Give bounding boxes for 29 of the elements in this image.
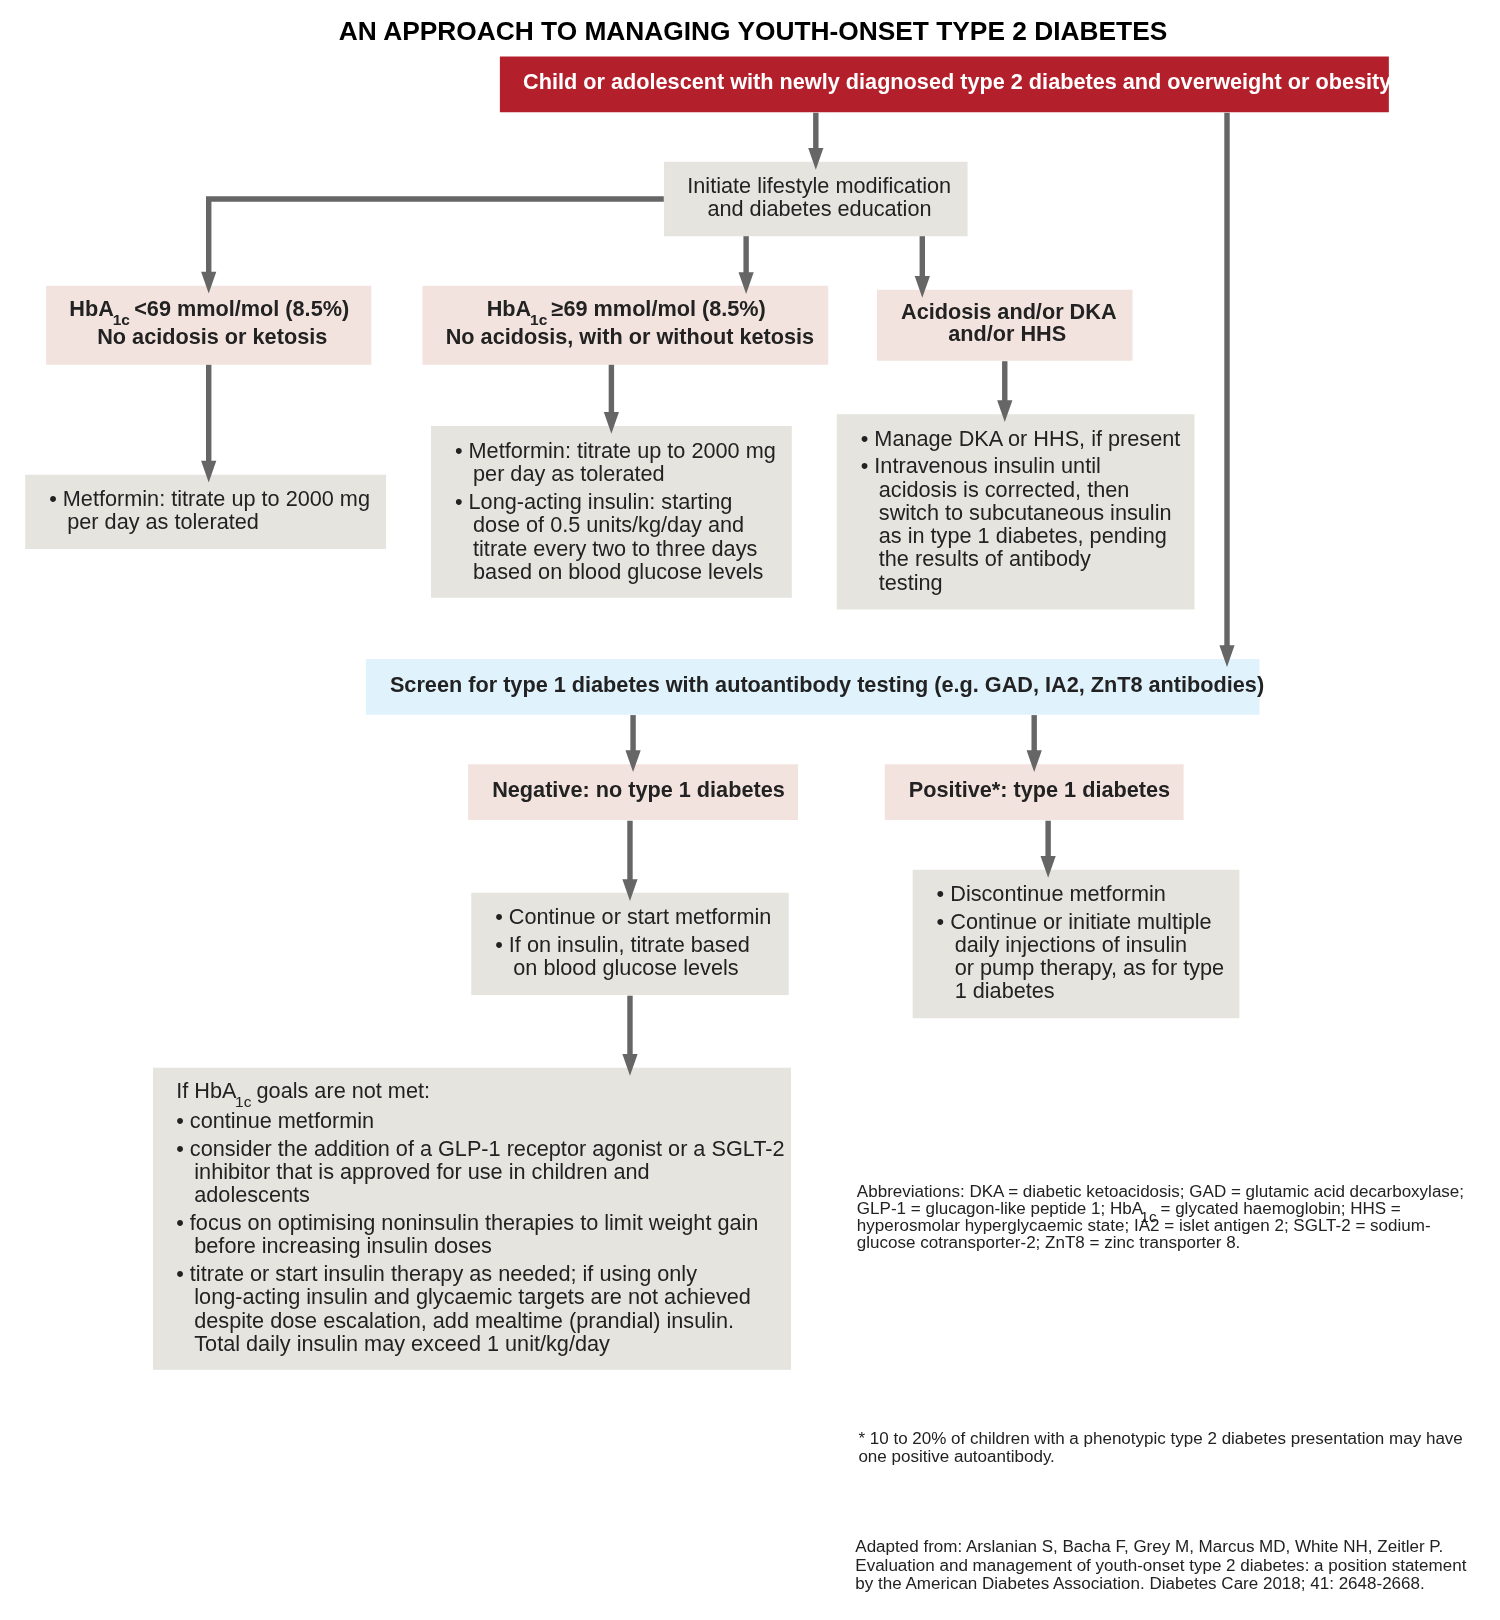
node-box: Acidosis and/or DKA and/or HHS (877, 289, 1133, 361)
arrow (625, 715, 641, 773)
node-box: If HbA$_{1c}$ goals are not met: • continue metformin • consider the addition of a GLP-1 receptor agonist or a SGLT-2 inhibitor that is approved for use in children and adolescents • focus on optimising noninsulin therapies to limit weight gain before increasing insulin doses • titrate or start insulin therapy as needed; if using only long-acting insulin and glycaemic targets are not achieved despite dose escalation, add mealtime (prandial) insulin. Total daily insulin may exceed 1 unit/kg/day (152, 1067, 792, 1370)
diagram-title: AN APPROACH TO MANAGING YOUTH-ONSET TYPE 2 DIABETES (338, 16, 1168, 47)
node-box: • Manage DKA or HHS, if present • Intravenous insulin until acidosis is corrected, then switch to subcutaneous insulin as in type 1 diabetes, pending the results of antibody testing (836, 414, 1195, 610)
arrow (1040, 820, 1056, 878)
arrow (622, 995, 638, 1076)
node-box: Positive*: type 1 diabetes (884, 764, 1184, 821)
node-box: HbA$_{1c}$ <69 mmol/mol (8.5%) No acidosis or ketosis (46, 285, 372, 365)
arrow (914, 236, 930, 298)
arrow (201, 196, 664, 294)
node-box: • Metformin: titrate up to 2000 mg per day as tolerated • Long-acting insulin: starting dose of 0.5 units/kg/day and titrate every two to three days based on blood glucose levels (430, 425, 792, 598)
node-box: • Continue or start metformin • If on insulin, titrate based on blood glucose levels (471, 892, 789, 996)
arrow (808, 112, 824, 170)
label: * 10 to 20% of children with a phenotypic type 2 diabetes presentation may have one positive autoantibody. (858, 1428, 1463, 1467)
arrow (603, 364, 619, 434)
node-box: Negative: no type 1 diabetes (468, 764, 798, 821)
node-box: • Discontinue metformin • Continue or initiate multiple daily injections of insulin or pump therapy, as for type 1 diabetes (912, 869, 1240, 1019)
node-box: Child or adolescent with newly diagnosed type 2 diabetes and overweight or obesity (499, 56, 1389, 113)
arrow (201, 364, 217, 483)
arrow (1026, 715, 1042, 773)
node-box: HbA$_{1c}$ ≥69 mmol/mol (8.5%) No acidosis, with or without ketosis (422, 285, 829, 365)
label: Adapted from: Arslanian S, Bacha F, Grey M, Marcus MD, White NH, Zeitler P. Evaluation and management of youth-onset type 2 diabetes: a position statement by the American Diabetes Association. Diabetes Care 2018; 41: 2648-2668. (855, 1537, 1467, 1594)
node-box: • Metformin: titrate up to 2000 mg per day as tolerated (25, 474, 387, 550)
node-box: Initiate lifestyle modification and diabetes education (664, 161, 968, 237)
arrow (738, 236, 754, 294)
arrow (622, 820, 638, 901)
arrow (1219, 112, 1235, 667)
arrow (997, 361, 1013, 423)
